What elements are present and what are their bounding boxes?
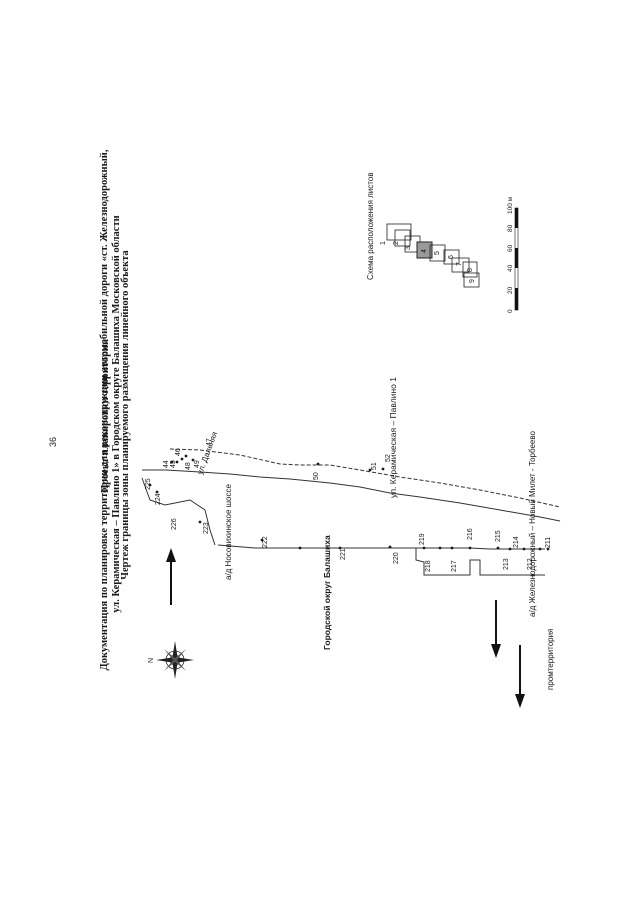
sheet-1 <box>386 223 412 241</box>
sheet-6 <box>443 249 460 265</box>
point-44: 44 <box>163 460 170 468</box>
sheet-label-4: 4 <box>421 249 428 253</box>
industrial-zone-label: промтерритория <box>546 629 555 690</box>
sheet-label-2: 2 <box>393 241 400 245</box>
point-220: 220 <box>393 552 400 564</box>
point-217: 217 <box>451 560 458 572</box>
sheet-8 <box>462 261 478 278</box>
point-markers <box>148 454 550 551</box>
point-48: 48 <box>185 462 192 470</box>
arrow-nosovikhinskoe <box>166 548 176 605</box>
point-212: 212 <box>527 558 534 570</box>
zone-boundary-lower <box>169 448 561 508</box>
point-215: 215 <box>495 530 502 542</box>
scheme-sheets <box>386 223 480 288</box>
point-49: 49 <box>194 460 201 468</box>
point-222: 222 <box>262 536 269 548</box>
boundary-jog <box>141 477 216 546</box>
sheet-label-6: 6 <box>448 255 455 259</box>
point-52: 52 <box>385 454 392 462</box>
arrow-zheleznodorozhny <box>491 600 501 658</box>
sheet-label-9: 9 <box>469 279 476 283</box>
scale-tick-60: 60 <box>507 244 514 252</box>
point-224: 224 <box>155 493 162 505</box>
point-211: 211 <box>545 537 552 548</box>
sheet-label-3: 3 <box>405 246 412 250</box>
sheet-4 <box>416 241 433 259</box>
point-216: 216 <box>467 528 474 540</box>
scale-tick-40: 40 <box>507 264 514 272</box>
scale-tick-20: 20 <box>507 286 514 294</box>
zone-boundary-upper <box>142 469 561 522</box>
sheet-5 <box>429 244 446 262</box>
scheme-title: Схема расположения листов <box>366 172 375 280</box>
scale-tick-100: 100 м <box>507 196 514 214</box>
point-219: 219 <box>419 533 426 545</box>
scale-bar <box>514 207 519 311</box>
sheet-label-1: 1 <box>380 241 387 245</box>
point-45: 45 <box>170 460 177 468</box>
sheet-label-8: 8 <box>467 268 474 272</box>
compass-rose <box>156 641 194 679</box>
point-213: 213 <box>503 558 510 570</box>
district-label: Городской округ Балашиха <box>322 535 332 650</box>
point-214: 214 <box>513 536 520 548</box>
sheet-9 <box>463 272 480 288</box>
point-226: 226 <box>171 518 178 530</box>
highway-zheleznodorozhny-label: а/д Железнодорожный – Новый Милет - Торб… <box>528 430 537 617</box>
point-46: 46 <box>175 448 182 456</box>
point-221: 221 <box>340 548 347 560</box>
point-50: 50 <box>313 472 320 480</box>
point-223: 223 <box>203 522 210 534</box>
sheet-label-5: 5 <box>434 251 441 255</box>
scale-tick-80: 80 <box>507 224 514 232</box>
compass-north-label: N <box>148 658 155 663</box>
point-51: 51 <box>371 462 378 470</box>
point-218: 218 <box>425 560 432 572</box>
point-225: 225 <box>145 478 152 490</box>
point-47: 47 <box>206 438 213 446</box>
highway-nosovikhinskoe-label: а/д Носовихинское шоссе <box>224 483 233 580</box>
arrow-industrial <box>515 645 525 708</box>
sheet-7 <box>451 257 470 273</box>
road-keramicheskaya-label: ул. Керамическая – Павлино 1 <box>388 377 398 498</box>
sheet-2 <box>394 229 411 247</box>
boundary-jog-2 <box>415 548 545 576</box>
sheet-label-7: 7 <box>456 262 463 266</box>
scale-tick-0: 0 <box>507 309 514 313</box>
street-dalnyaya-label: ул. Дальняя <box>195 431 219 476</box>
